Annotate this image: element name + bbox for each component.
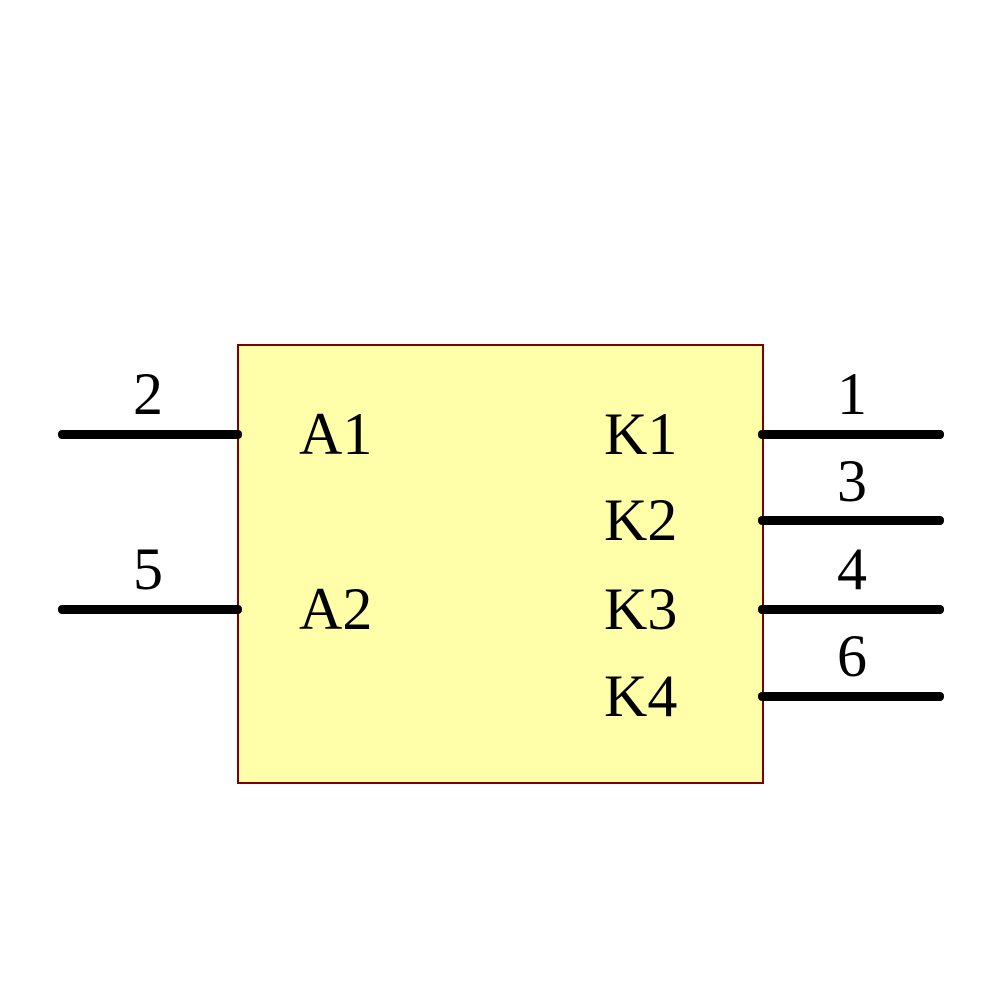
component-body-rectangle[interactable] bbox=[237, 344, 764, 784]
pin-lead-a2[interactable] bbox=[58, 605, 242, 614]
pin-name-k1: K1 bbox=[604, 401, 678, 467]
pin-number-2: 2 bbox=[133, 361, 163, 427]
pin-name-k4: K4 bbox=[604, 663, 678, 729]
pin-lead-k2[interactable] bbox=[758, 516, 944, 525]
pin-number-3: 3 bbox=[837, 448, 867, 514]
pin-name-k3: K3 bbox=[604, 576, 678, 642]
pin-lead-k3[interactable] bbox=[758, 605, 944, 614]
pin-lead-k1[interactable] bbox=[758, 430, 944, 439]
pin-number-5: 5 bbox=[133, 536, 163, 602]
pin-number-1: 1 bbox=[837, 361, 867, 427]
pin-name-a1: A1 bbox=[299, 401, 373, 467]
pin-lead-k4[interactable] bbox=[758, 692, 944, 701]
pin-lead-a1[interactable] bbox=[58, 430, 242, 439]
pin-number-6: 6 bbox=[837, 623, 867, 689]
pin-name-k2: K2 bbox=[604, 487, 678, 553]
pin-name-a2: A2 bbox=[299, 576, 373, 642]
pin-number-4: 4 bbox=[837, 536, 867, 602]
